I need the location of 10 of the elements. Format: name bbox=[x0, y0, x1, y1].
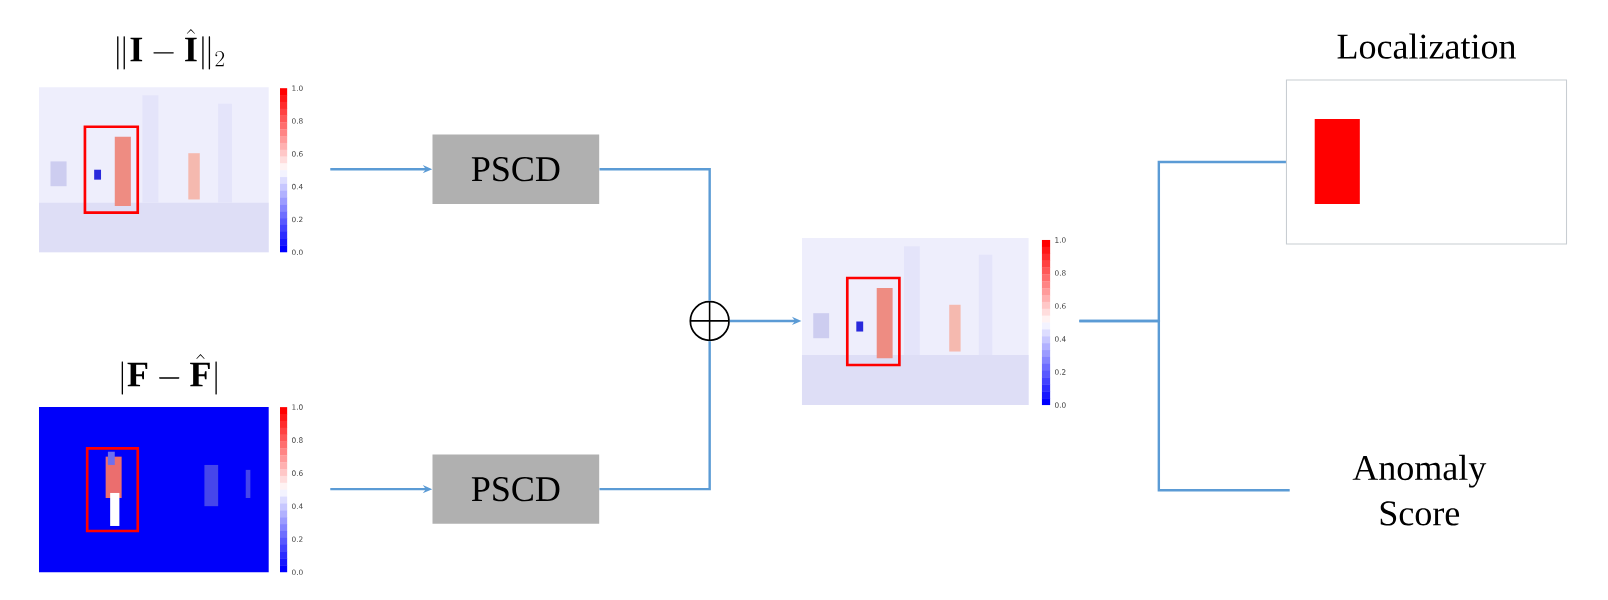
formula-heading: $| \mathbf{F} - \hat{\mathbf{F}} |$ bbox=[121, 354, 217, 395]
connector bbox=[1079, 319, 1290, 492]
process-box: PSCD bbox=[432, 454, 600, 524]
heading: Localization bbox=[1337, 33, 1516, 59]
connector bbox=[599, 168, 711, 301]
formula-heading: $\| \mathbf{I} - \hat{\mathbf{I}} \|_2$ bbox=[117, 28, 225, 70]
connector bbox=[599, 341, 711, 491]
process-box: PSCD bbox=[432, 134, 600, 204]
output-label: Anomaly Score bbox=[1352, 454, 1487, 526]
sum-symbol bbox=[689, 300, 730, 342]
